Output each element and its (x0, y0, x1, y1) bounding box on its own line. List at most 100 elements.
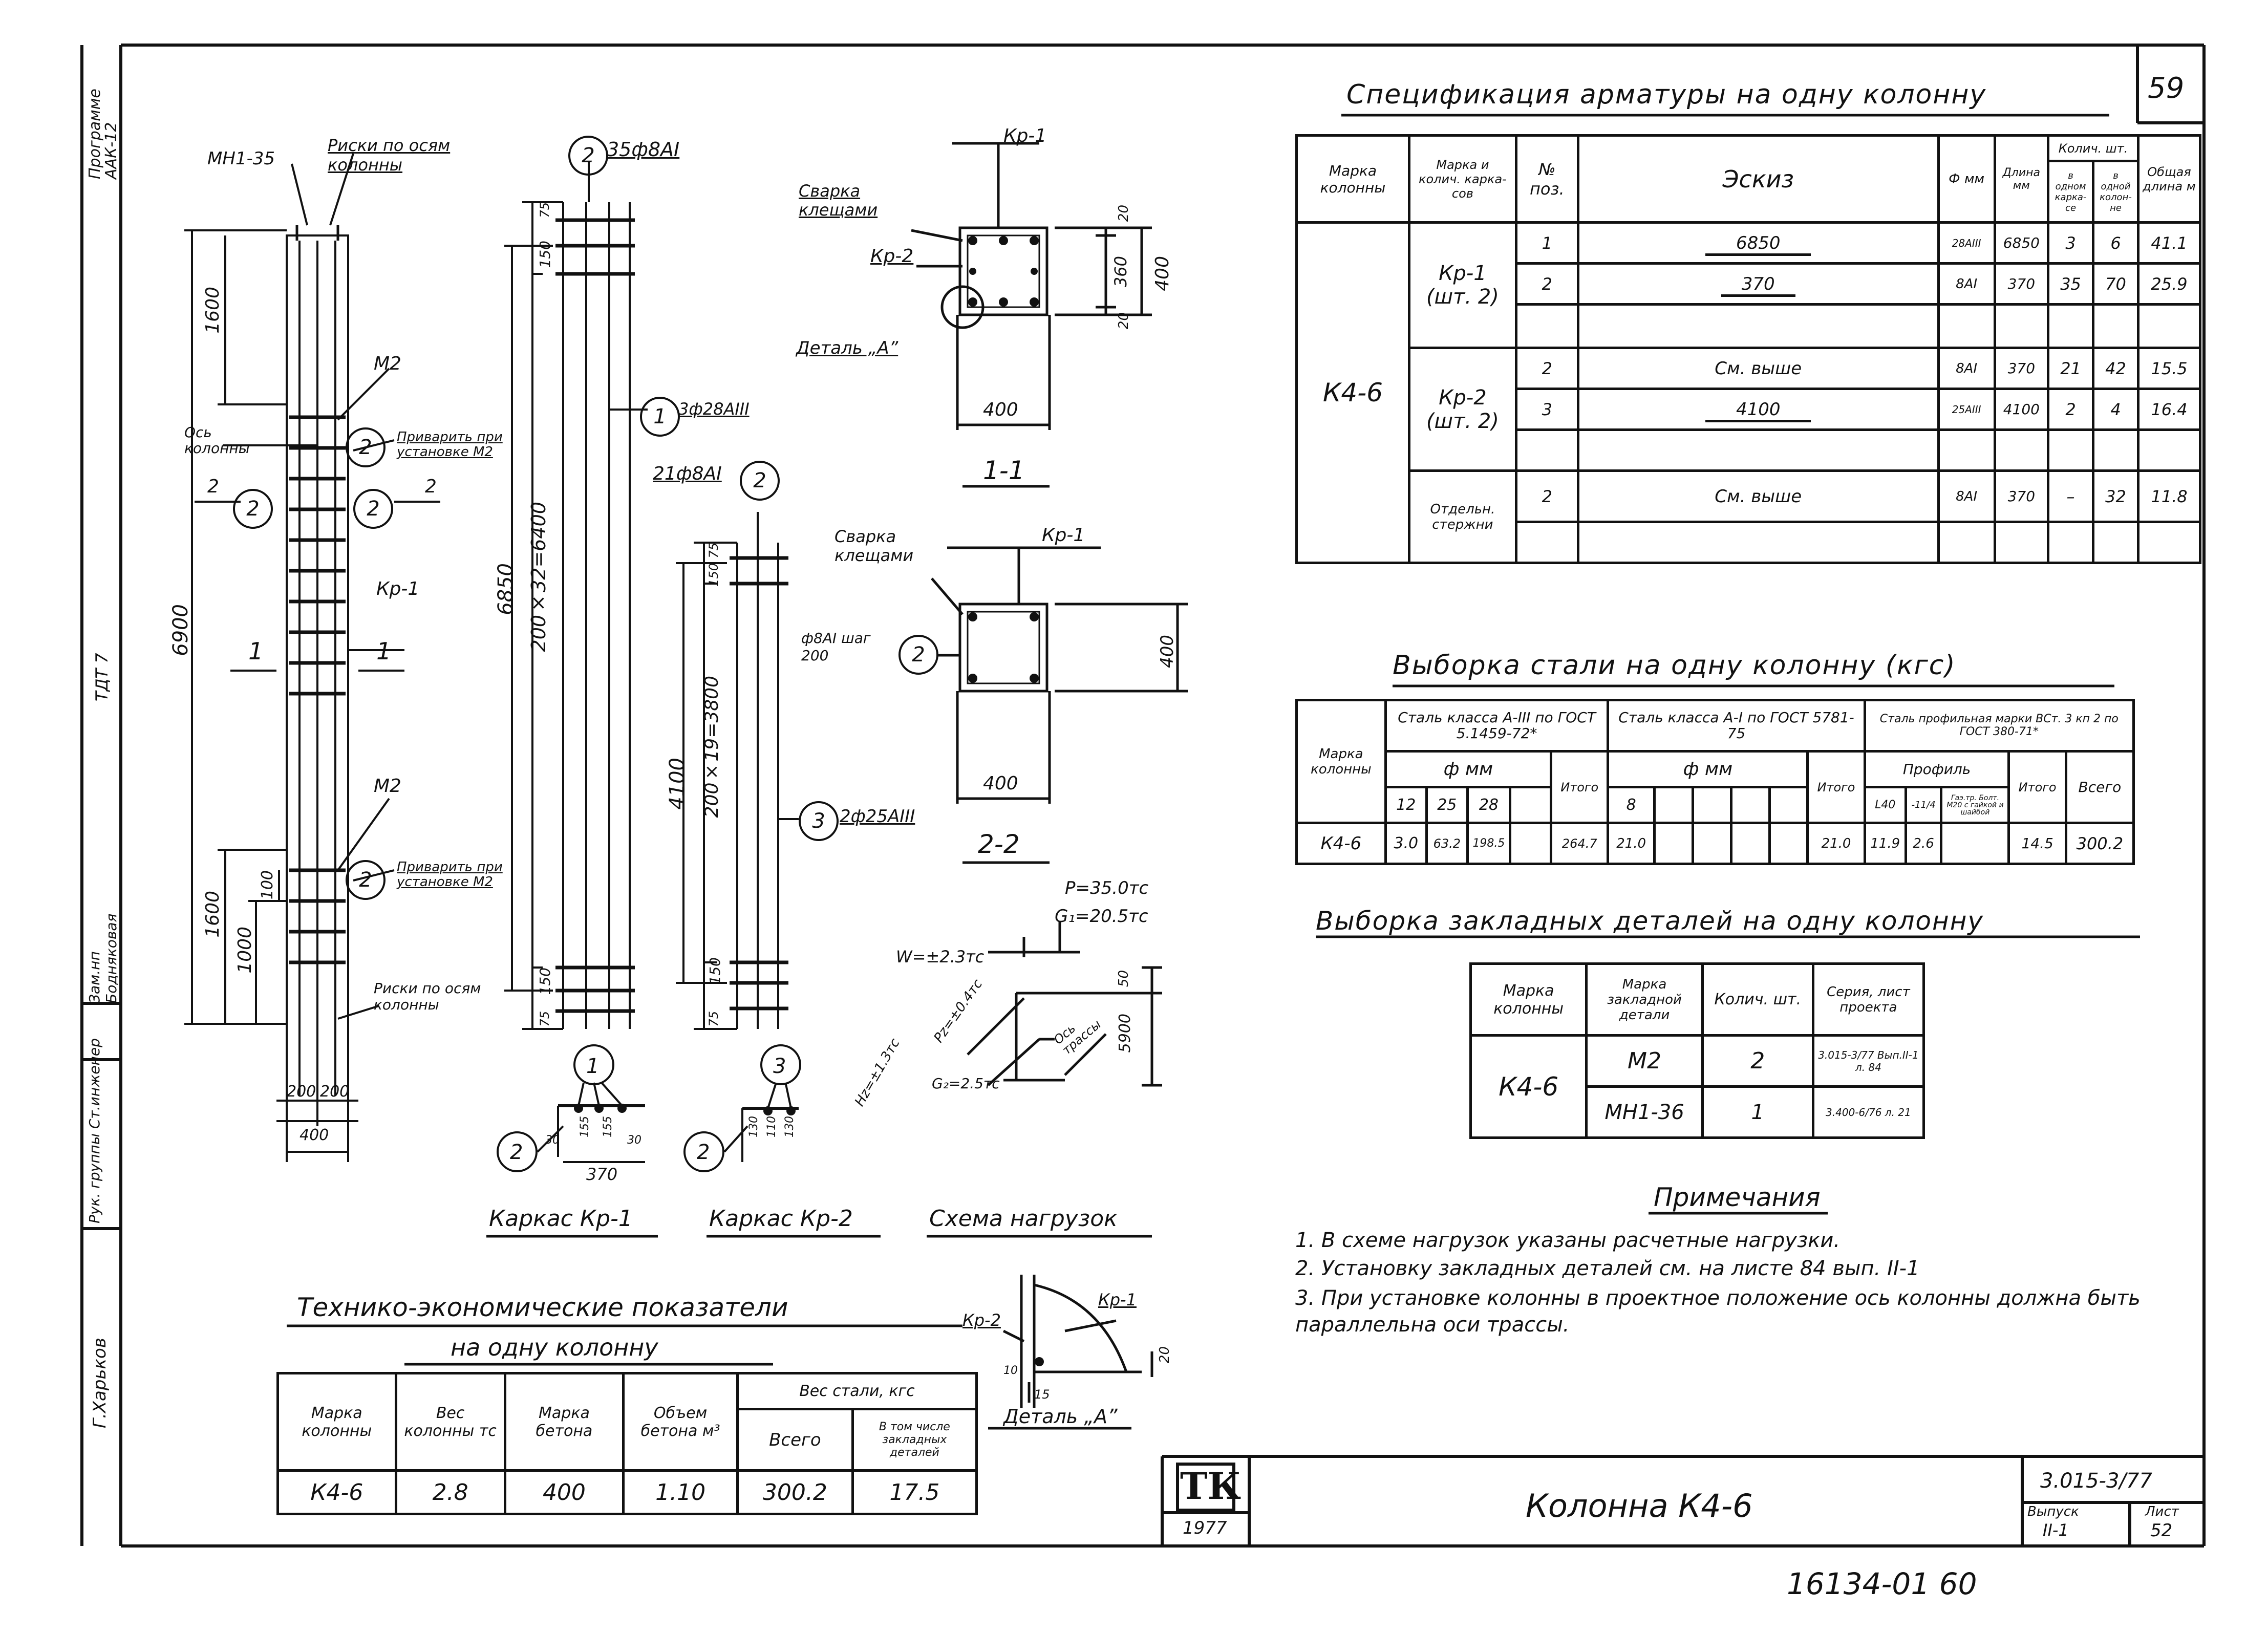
spec-r2-sketch: 370 (1576, 262, 1940, 306)
tep-r-mark: К4-6 (276, 1469, 397, 1515)
margin-city: Г.Харьков (90, 1338, 110, 1428)
spec-r4-len: 4100 (1993, 388, 2050, 431)
title-detail-a: Деталь „А” (1003, 1405, 1118, 1428)
stamp-year: 1977 (1183, 1518, 1227, 1538)
stamp-logo: ТК (1180, 1464, 1242, 1508)
bubble-2-main-c: 2 (353, 489, 393, 529)
spec-r2-q2: 70 (2092, 262, 2139, 306)
spec-h-mark: Марка колонны (1295, 134, 1410, 224)
dim-75-bottom-c1: 75 (538, 1011, 552, 1027)
title-cage-kr1: Каркас Кр-1 (489, 1206, 633, 1232)
emb-r1-qty: 2 (1701, 1034, 1814, 1088)
title-load-scheme: Схема нагрузок (929, 1206, 1118, 1232)
dim-4100: 4100 (666, 758, 689, 810)
spec-r1-sketch: 6850 (1576, 221, 1940, 265)
dim-150-top-c1: 150 (537, 241, 553, 268)
spec-r2-dia: 8АI (1937, 262, 1996, 306)
tep-title-1: Технико-экономические показатели (297, 1293, 788, 1322)
spec-group-kr2: Кр-2 (шт. 2) (1407, 347, 1517, 472)
steel-h-a1: Сталь класса А-I по ГОСТ 5781-75 (1607, 699, 1866, 753)
steel-h-fmm: ф мм (1384, 750, 1553, 788)
steel-r-28: 198.5 (1466, 822, 1512, 865)
dim-1000: 1000 (234, 927, 255, 974)
tep-table: Марка колонны Вес колонны тс Марка бетон… (276, 1372, 978, 1515)
load-g1: G₁=20.5тс (1055, 906, 1148, 927)
steel-title: Выборка стали на одну колонну (кгс) (1393, 650, 1956, 681)
dim-6850: 6850 (494, 563, 518, 615)
spec-r5-len: 370 (1993, 469, 2050, 523)
tep-h-emb: В том числе закладных деталей (851, 1408, 978, 1472)
dim-6400: 200×32=6400 (527, 502, 550, 652)
dim-30-a: 30 (545, 1134, 560, 1147)
spec-r1-pos: 1 (1514, 221, 1579, 265)
note-1: 1. В схеме нагрузок указаны расчетные на… (1295, 1229, 1841, 1252)
spec-r1-dia: 28АIII (1937, 221, 1996, 265)
spec-r3-q1: 21 (2047, 347, 2095, 390)
steel-h-itogo-1: Итого (1550, 750, 1610, 824)
dim-110: 110 (765, 1116, 778, 1137)
steel-h-8: 8 (1607, 786, 1656, 824)
label-21f8ai: 21ф8АI (653, 463, 722, 484)
spec-h-total: Общая длина м (2137, 134, 2201, 224)
detail-a-20: 20 (1157, 1346, 1172, 1364)
spec-group-kr1: Кр-1 (шт. 2) (1407, 221, 1517, 349)
margin-code: ААК-12 (102, 122, 120, 179)
sheet-issue: II-1 (2043, 1520, 2069, 1540)
dim-75-top-c1: 75 (538, 202, 552, 218)
label-risks-top: Риски по осям колонны (328, 136, 451, 175)
tep-r-weight: 2.8 (394, 1469, 506, 1515)
label-2f25aiii: 2ф25АIII (840, 806, 915, 827)
stamp-logo-frame (1176, 1463, 1235, 1512)
spec-r4-pos: 3 (1514, 388, 1579, 431)
section-mark-2-right: 2 (425, 476, 437, 497)
steel-h-p3: Гаэ.тр. Болт. М20 с гайкой и шайбой (1940, 786, 2010, 824)
steel-h-itogo-2: Итого (1806, 750, 1866, 824)
dim-370: 370 (586, 1165, 618, 1184)
dim-130-a: 130 (747, 1116, 760, 1137)
sheet-issue-label: Выпуск (2027, 1504, 2079, 1519)
label-risks-bottom: Риски по осям колонны (374, 980, 481, 1014)
dim-75-top-c2: 75 (707, 543, 721, 558)
dim-400-main: 400 (299, 1126, 329, 1144)
steel-h-profile: Профиль (1863, 750, 2010, 788)
bubble-1-sec: 1 (586, 1055, 600, 1078)
dim-130-b: 130 (783, 1116, 796, 1137)
spec-title: Спецификация арматуры на одну колонну (1346, 79, 1987, 110)
dim-50-load: 50 (1116, 970, 1131, 987)
dim-155-a: 155 (579, 1116, 591, 1137)
spec-table: Марка колонны Марка и колич. карка-сов №… (1295, 134, 2201, 564)
steel-h-p2: -11/4 (1904, 786, 1943, 824)
bubble-2-sec-a: 2 (510, 1141, 523, 1164)
steel-r-p1: 11.9 (1863, 822, 1907, 865)
spec-r5-q2: 32 (2092, 469, 2139, 523)
tep-title-2: на одну колонну (451, 1334, 658, 1361)
load-p: P=35.0тс (1065, 878, 1149, 898)
steel-h-mark: Марка колонны (1295, 699, 1387, 824)
spec-r4-q2: 4 (2092, 388, 2139, 431)
bubble-2-sec-b: 2 (697, 1141, 710, 1164)
bubble-3-sec: 3 (773, 1055, 786, 1078)
steel-h-prof: Сталь профильная марки ВСт. 3 кп 2 по ГО… (1863, 699, 2135, 753)
emb-r1-det: М2 (1585, 1034, 1704, 1088)
emb-r2-ser: 3.400-6/76 л. 21 (1811, 1085, 1925, 1139)
bubble-2-main-d: 2 (346, 860, 386, 900)
spec-h-pos: № поз. (1514, 134, 1579, 224)
spec-h-sketch: Эскиз (1576, 134, 1940, 224)
spec-r5-dia: 8АI (1937, 469, 1996, 523)
label-m2-b: М2 (374, 776, 401, 797)
dim-20-top-11: 20 (1116, 205, 1131, 222)
bubble-2-main-a: 2 (346, 427, 386, 467)
dim-75-bottom-c2: 75 (707, 1011, 721, 1027)
detail-a-10: 10 (1003, 1364, 1018, 1377)
label-kr2-11: Кр-2 (870, 246, 914, 267)
sheet-title: Колонна К4-6 (1526, 1487, 1753, 1524)
tep-h-volume: Объем бетона м³ (622, 1372, 739, 1472)
label-3f28aiii: 3ф28АIII (678, 399, 750, 419)
steel-r-mark: К4-6 (1295, 822, 1387, 865)
spec-r1-q1: 3 (2047, 221, 2095, 265)
detail-a-kr1: Кр-1 (1098, 1290, 1137, 1309)
label-kr1-11: Кр-1 (1003, 125, 1047, 146)
dim-150-bottom-c2: 150 (707, 957, 723, 985)
dim-5900: 5900 (1116, 1014, 1134, 1053)
